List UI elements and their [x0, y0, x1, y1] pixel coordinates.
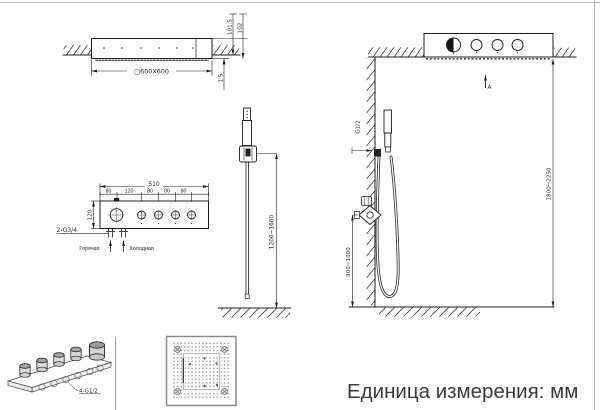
valve-knobs-top: [470, 39, 524, 51]
panel-screw-dots: [103, 47, 194, 49]
segment-2-label: 120: [125, 189, 134, 195]
hand-shower-head-side: [383, 109, 392, 134]
ceiling-hatch: [368, 47, 424, 57]
inlet-thread-label: 2-G3/4: [57, 227, 78, 234]
ceiling-unit-body: [423, 33, 554, 58]
segment-3-label: 80: [147, 189, 153, 195]
ceiling-shower-section-view: □600X600 101.5 102 1.5: [62, 13, 248, 91]
control-panel-front-view: 510 80 120 80 80 80 120 2-G3/4: [56, 180, 209, 252]
hand-shower-front-view: 1200~1600: [218, 107, 291, 318]
panel-width-label: 510: [148, 181, 160, 188]
floor-hatch: [379, 307, 480, 317]
hot-water-label: Горячая: [79, 246, 99, 252]
panel-3d-knobs: [19, 341, 105, 378]
shower-head-bottom-view: [165, 335, 237, 407]
wall-supply-elbow: [374, 149, 381, 157]
hand-shower-handle-side: [384, 132, 392, 148]
hand-shower-handle: [242, 120, 252, 146]
cold-water-label: Холодная: [129, 246, 154, 252]
hose-loop: [375, 155, 400, 298]
segment-5-label: 80: [181, 189, 187, 195]
floor-hatch: [221, 308, 290, 318]
segment-4-label: 80: [164, 189, 170, 195]
ceiling-shower-panel: [91, 38, 213, 59]
mixer-height-label: 900~1000: [346, 247, 352, 277]
thread-size-label: G1/2: [356, 120, 362, 133]
segment-1-label: 80: [106, 189, 112, 195]
panel-height-label: 120: [88, 209, 94, 220]
corner-screws: [174, 346, 228, 395]
section-label: A: [488, 85, 492, 91]
outlet-thread-label: 4-G1/2: [79, 389, 98, 395]
recess-depth-label: 101.5: [228, 19, 234, 35]
reveal-label: 1.5: [219, 73, 225, 82]
panel-3d-thumbnail: 4-G1/2: [6, 341, 113, 395]
total-height-label: 102: [238, 23, 244, 34]
ceiling-hatch-left: [63, 45, 92, 55]
wall-hatch: [366, 57, 375, 306]
overall-height-label: 1800~2250: [547, 167, 553, 201]
panel-size-label: □600X600: [134, 68, 169, 76]
water-inlets: [106, 228, 128, 238]
mount-height-label: 1200~1600: [270, 215, 276, 250]
installation-elevation-view: A G1/2 900~1000 1800~2250: [346, 33, 577, 317]
ceiling-hatch-right: [213, 45, 239, 55]
valve-bodies-under: [38, 364, 104, 391]
unit-of-measure-note: Единица измерения: мм: [347, 380, 578, 403]
